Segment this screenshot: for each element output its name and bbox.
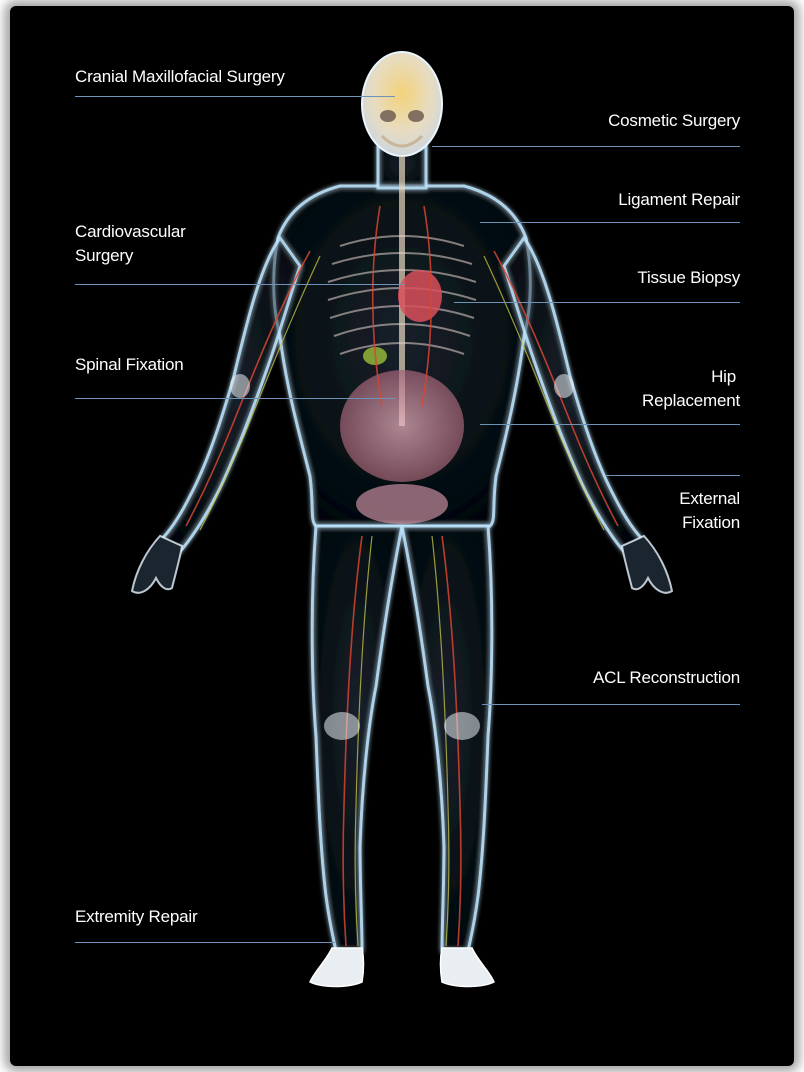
label-cardiovascular-surgery-line2: Surgery — [75, 245, 133, 267]
label-tissue-biopsy: Tissue Biopsy — [637, 267, 740, 289]
leader-external-fixation — [606, 475, 740, 476]
leader-tissue — [454, 302, 740, 303]
head — [362, 52, 442, 156]
leader-extremity — [75, 942, 335, 943]
label-extremity-repair: Extremity Repair — [75, 906, 197, 928]
leader-acl — [482, 704, 740, 705]
label-cranial-maxillofacial-surgery: Cranial Maxillofacial Surgery — [75, 66, 285, 88]
label-cosmetic-surgery: Cosmetic Surgery — [608, 110, 740, 132]
leader-cosmetic — [432, 146, 740, 147]
leader-hip — [480, 424, 740, 425]
leader-spinal — [75, 398, 395, 399]
label-acl-reconstruction: ACL Reconstruction — [593, 667, 740, 689]
leader-cranial — [75, 96, 395, 97]
leader-ligament — [480, 222, 740, 223]
label-hip-line2: Replacement — [642, 390, 740, 412]
hands — [132, 536, 672, 593]
label-external-line2: Fixation — [682, 512, 740, 534]
label-ligament-repair: Ligament Repair — [618, 189, 740, 211]
anatomy-diagram-panel: Cranial Maxillofacial Surgery Cardiovasc… — [10, 6, 794, 1066]
label-external-line1: External — [679, 488, 740, 510]
feet — [310, 948, 494, 987]
label-spinal-fixation: Spinal Fixation — [75, 354, 184, 376]
label-hip-line1: Hip — [711, 366, 736, 388]
leader-cardiovascular — [75, 284, 405, 285]
label-cardiovascular-surgery-line1: Cardiovascular — [75, 221, 186, 243]
